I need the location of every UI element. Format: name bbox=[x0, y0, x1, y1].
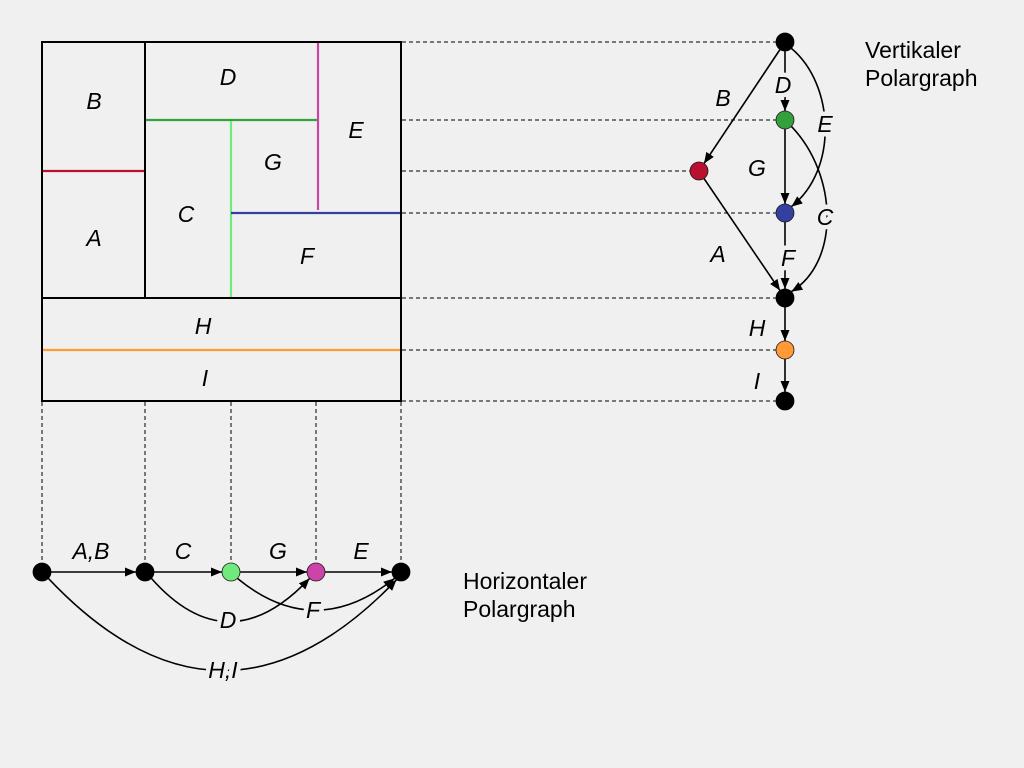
room-label-d: D bbox=[220, 64, 237, 90]
hgraph-edge-d bbox=[150, 577, 311, 623]
vgraph-edge-label-a: A bbox=[708, 241, 725, 267]
room-label-e: E bbox=[348, 117, 364, 143]
vgraph-edge-label-c: C bbox=[817, 204, 834, 230]
floorplan: B A D E G C F H I bbox=[41, 41, 402, 402]
vgraph-title-line1: Vertikaler bbox=[865, 37, 961, 63]
hgraph-node-right bbox=[391, 562, 411, 582]
hgraph-node-magenta bbox=[306, 562, 326, 582]
room-label-h: H bbox=[195, 313, 212, 339]
hgraph-edge-label-g: G bbox=[269, 538, 287, 564]
vgraph-edge-label-i: I bbox=[754, 368, 761, 394]
hgraph-title-line2: Polargraph bbox=[463, 596, 576, 622]
vgraph-node-green bbox=[775, 110, 795, 130]
hgraph-edge-label-c: C bbox=[175, 538, 192, 564]
hgraph-node-inner-wall bbox=[135, 562, 155, 582]
vgraph-edge-e bbox=[790, 47, 826, 208]
vgraph-edge-b bbox=[703, 49, 781, 164]
vgraph-node-red bbox=[689, 161, 709, 181]
room-label-c: C bbox=[178, 201, 195, 227]
vgraph-edge-label-e: E bbox=[817, 111, 833, 137]
vgraph-node-bottom bbox=[775, 391, 795, 411]
vgraph-node-middle bbox=[775, 288, 795, 308]
horizontal-polar-graph: A,B C G E D F H,I Horizontaler Polargrap… bbox=[32, 538, 587, 688]
room-label-g: G bbox=[264, 149, 282, 175]
vgraph-node-top bbox=[775, 32, 795, 52]
vgraph-edge-label-d: D bbox=[775, 72, 792, 98]
hgraph-edge-label-hi: H,I bbox=[208, 657, 238, 683]
room-label-i: I bbox=[202, 365, 209, 391]
hgraph-node-left bbox=[32, 562, 52, 582]
projection-guides bbox=[41, 41, 776, 563]
hgraph-node-light-green bbox=[221, 562, 241, 582]
vgraph-title-line2: Polargraph bbox=[865, 65, 978, 91]
vertical-polar-graph: D B E G C A F H I Vertikaler Polargraph bbox=[689, 32, 978, 411]
hgraph-edge-f bbox=[236, 577, 396, 611]
vgraph-edge-label-b: B bbox=[715, 85, 730, 111]
hgraph-edge-label-e: E bbox=[353, 538, 369, 564]
vgraph-edge-c bbox=[790, 125, 828, 293]
hgraph-edge-label-ab: A,B bbox=[70, 538, 109, 564]
hgraph-title-line1: Horizontaler bbox=[463, 568, 587, 594]
vgraph-edge-a bbox=[703, 178, 781, 291]
vgraph-edge-label-h: H bbox=[749, 315, 766, 341]
vgraph-edge-label-f: F bbox=[781, 245, 797, 271]
hgraph-edge-hi bbox=[47, 577, 398, 672]
hgraph-edge-label-d: D bbox=[220, 607, 237, 633]
vgraph-node-blue bbox=[775, 203, 795, 223]
room-label-a: A bbox=[84, 225, 101, 251]
floorplan-outline bbox=[41, 41, 402, 402]
room-label-b: B bbox=[86, 88, 101, 114]
vgraph-edge-label-g: G bbox=[748, 155, 766, 181]
hgraph-edge-label-f: F bbox=[306, 597, 322, 623]
room-label-f: F bbox=[300, 243, 316, 269]
vgraph-node-orange bbox=[775, 340, 795, 360]
